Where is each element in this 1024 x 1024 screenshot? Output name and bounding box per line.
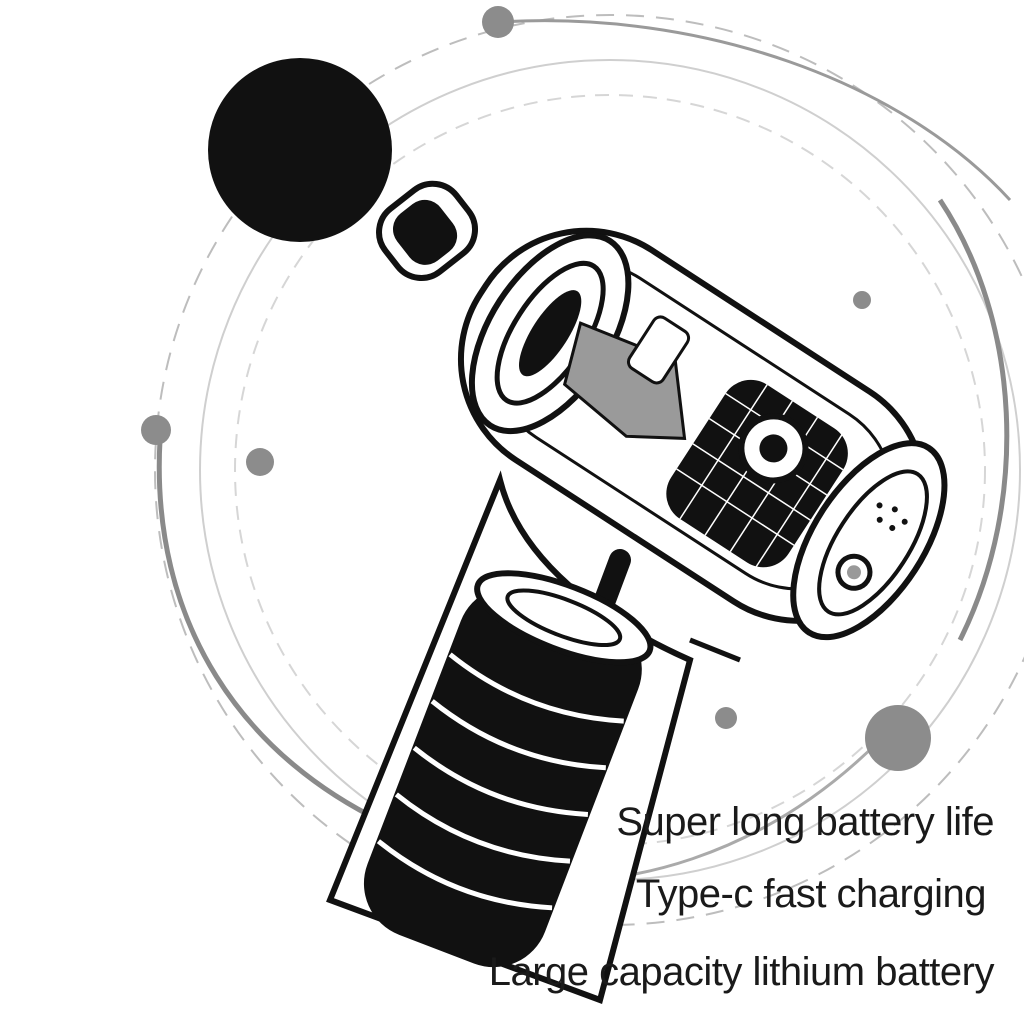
orbit-dots <box>141 6 931 771</box>
battery-cell <box>363 570 654 968</box>
motor <box>666 379 848 569</box>
feature-battery-life: Super long battery life <box>616 800 994 844</box>
feature-lithium-battery: Large capacity lithium battery <box>488 950 995 994</box>
massage-ball-head <box>208 58 478 281</box>
feature-fast-charging: Type-c fast charging <box>635 872 987 916</box>
gun-body <box>457 227 948 641</box>
